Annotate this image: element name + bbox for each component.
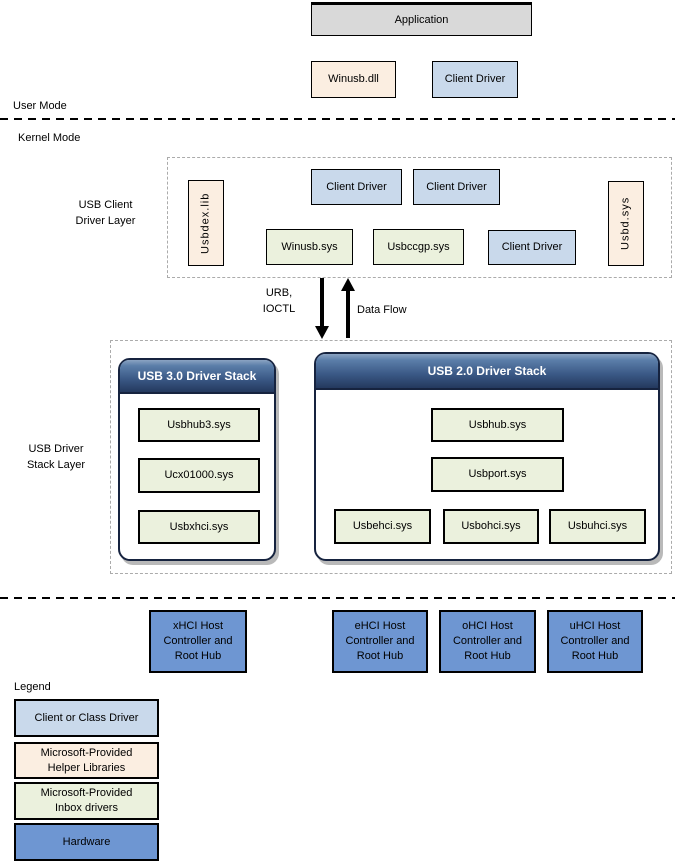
urb-ioctl-label: URB, IOCTL	[262, 287, 296, 315]
legend-hardware: Hardware	[14, 823, 159, 861]
winusb-dll-box: Winusb.dll	[311, 61, 396, 98]
usb3-stack-title: USB 3.0 Driver Stack	[120, 360, 274, 394]
usb2-stack-title: USB 2.0 Driver Stack	[316, 354, 658, 390]
kernel-mode-label: Kernel Mode	[18, 132, 81, 144]
driver-stack-layer-container	[110, 340, 672, 574]
legend-inbox-drivers: Microsoft-Provided Inbox drivers	[14, 782, 159, 820]
ohci-host-controller-box: oHCI Host Controller and Root Hub	[439, 610, 536, 673]
application-box: Application	[311, 2, 532, 36]
usbhub3-sys-box: Usbhub3.sys	[138, 408, 260, 442]
client-driver-box: Client Driver	[413, 169, 500, 205]
usbehci-sys-box: Usbehci.sys	[334, 509, 431, 544]
usbport-sys-box: Usbport.sys	[431, 457, 564, 492]
client-driver-user-box: Client Driver	[432, 61, 518, 98]
client-driver-layer-label: USB Client Driver Layer	[75, 199, 136, 227]
down-arrowhead-icon	[315, 326, 329, 339]
down-arrow-icon	[320, 278, 324, 328]
usbd-sys-box: Usbd.sys	[608, 181, 644, 266]
ehci-host-controller-box: eHCI Host Controller and Root Hub	[332, 610, 428, 673]
usbccgp-sys-box: Usbccgp.sys	[373, 229, 464, 265]
legend-helper-libraries: Microsoft-Provided Helper Libraries	[14, 742, 159, 779]
user-mode-label: User Mode	[13, 100, 67, 112]
driver-stack-layer-label: USB Driver Stack Layer	[26, 443, 86, 471]
software-hardware-separator-line	[0, 597, 675, 599]
client-driver-layer-container	[167, 157, 672, 278]
client-driver-box: Client Driver	[488, 230, 576, 265]
uhci-host-controller-box: uHCI Host Controller and Root Hub	[547, 610, 643, 673]
data-flow-label: Data Flow	[357, 304, 407, 316]
usbdex-lib-box: Usbdex.lib	[188, 180, 224, 266]
legend-title: Legend	[14, 681, 51, 693]
up-arrowhead-icon	[341, 278, 355, 291]
usbuhci-sys-box: Usbuhci.sys	[549, 509, 646, 544]
up-arrow-icon	[346, 290, 350, 338]
user-kernel-separator-line	[0, 118, 675, 120]
usbohci-sys-box: Usbohci.sys	[443, 509, 539, 544]
usb2-driver-stack-card: USB 2.0 Driver Stack Usbhub.sys Usbport.…	[314, 352, 660, 561]
xhci-host-controller-box: xHCI Host Controller and Root Hub	[149, 610, 247, 673]
legend-client-class-driver: Client or Class Driver	[14, 699, 159, 737]
winusb-sys-box: Winusb.sys	[266, 229, 353, 265]
client-driver-box: Client Driver	[311, 169, 402, 205]
usb3-driver-stack-card: USB 3.0 Driver Stack Usbhub3.sys Ucx0100…	[118, 358, 276, 561]
usbhub-sys-box: Usbhub.sys	[431, 408, 564, 442]
ucx01000-sys-box: Ucx01000.sys	[138, 458, 260, 493]
usbxhci-sys-box: Usbxhci.sys	[138, 510, 260, 544]
